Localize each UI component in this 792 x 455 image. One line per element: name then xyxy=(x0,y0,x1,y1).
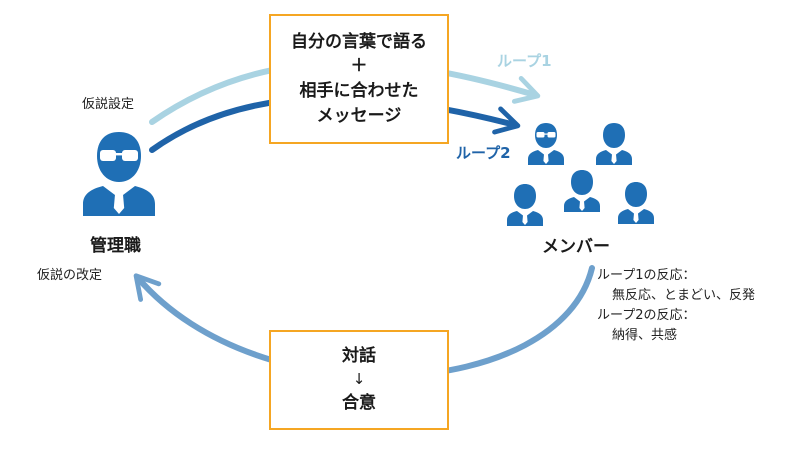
members-label: メンバー xyxy=(542,237,610,257)
hypothesis-revision-label: 仮説の改定 xyxy=(37,268,103,283)
dialogue-box-arrow: ↓ xyxy=(352,370,366,389)
loop2-reaction-detail: 納得、共感 xyxy=(612,328,678,343)
loop2-reaction-title: ループ2の反応： xyxy=(597,308,696,323)
member-person-icon xyxy=(618,182,654,224)
dialogue-box: 対話 ↓ 合意 xyxy=(269,330,449,430)
message-box-line2: 相手に合わせた xyxy=(299,81,419,101)
manager-glasses-icon xyxy=(83,132,155,216)
message-box-line1: 自分の言葉で語る xyxy=(291,31,427,52)
member-person-icon xyxy=(528,123,564,165)
hypothesis-setting-label: 仮説設定 xyxy=(82,97,135,112)
loop1-reaction-detail: 無反応、とまどい、反発 xyxy=(612,288,756,303)
manager-label: 管理職 xyxy=(90,236,141,256)
member-person-icon xyxy=(596,123,632,165)
loop1-label: ループ1 xyxy=(497,52,552,70)
message-box-plus: ＋ xyxy=(350,56,368,77)
member-group-icon xyxy=(507,123,654,226)
dialogue-box-line2: 合意 xyxy=(342,392,376,413)
member-person-icon xyxy=(564,170,600,212)
member-person-icon xyxy=(507,184,543,226)
dialogue-box-line1: 対話 xyxy=(342,346,376,367)
loop2-label: ループ2 xyxy=(456,144,511,162)
loop1-reaction-title: ループ1の反応： xyxy=(597,268,696,283)
message-box: 自分の言葉で語る ＋ 相手に合わせた メッセージ xyxy=(269,14,449,144)
message-box-line3: メッセージ xyxy=(316,105,402,126)
